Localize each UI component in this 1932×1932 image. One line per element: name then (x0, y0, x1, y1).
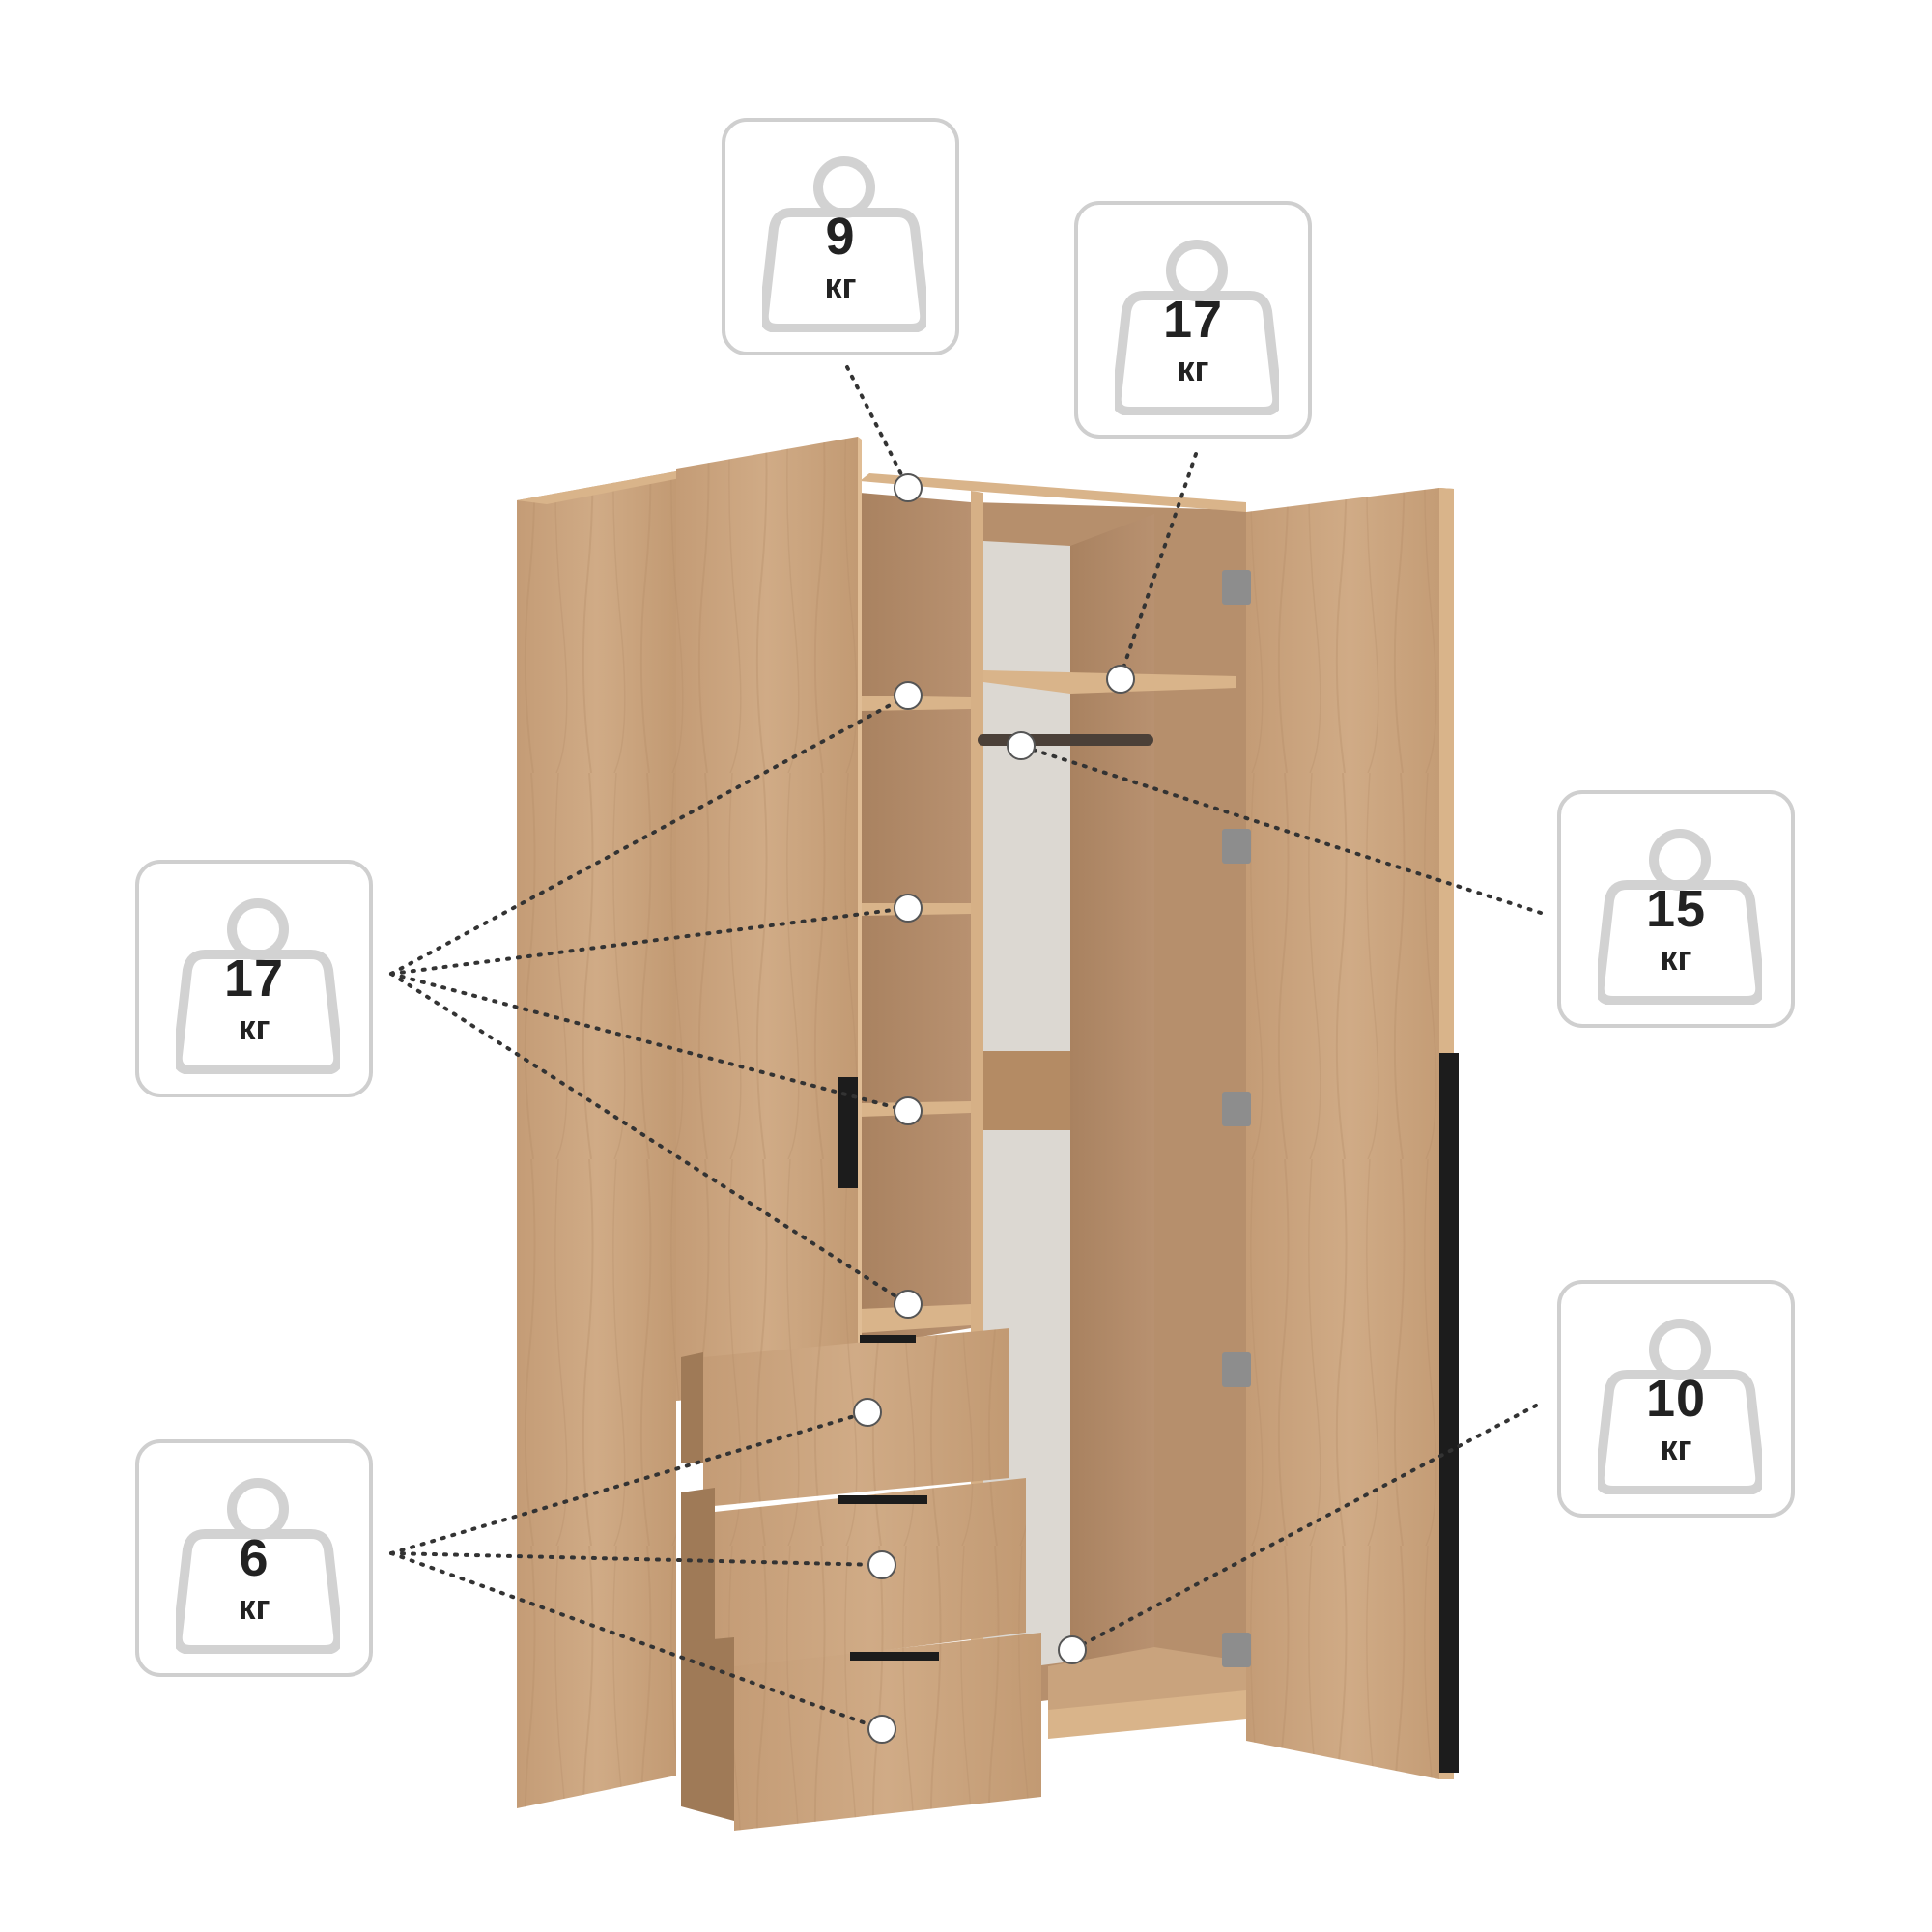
weight-icon (1598, 829, 1762, 1005)
weight-badge-drawers: 6 кг (135, 1439, 373, 1677)
anchor-dots (853, 473, 1135, 1744)
wardrobe-left-side (517, 471, 705, 1808)
leader-lines (389, 365, 1543, 1731)
drawer-middle (681, 1478, 1026, 1671)
weight-icon (1598, 1319, 1762, 1494)
weight-value: 10 (1645, 1370, 1707, 1428)
weight-icon (176, 898, 340, 1074)
weight-badge-bottom-compartment: 10 кг (1557, 1280, 1795, 1518)
weight-value: 9 (825, 208, 856, 266)
right-door (1222, 488, 1459, 1779)
weight-badge-shelves-left: 17 кг (135, 860, 373, 1097)
weight-badge-top-shelf-right: 17 кг (1074, 201, 1312, 439)
weight-unit: кг (238, 1587, 270, 1627)
weight-badge-top-shelf-left: 9 кг (722, 118, 959, 355)
weight-unit: кг (1660, 938, 1692, 978)
weight-value: 17 (1162, 291, 1224, 349)
weight-unit: кг (1177, 349, 1209, 388)
weight-value: 17 (223, 950, 285, 1008)
weight-icon (1115, 240, 1279, 415)
weight-value: 15 (1645, 880, 1707, 938)
weight-icon (176, 1478, 340, 1654)
left-door-handle (838, 1077, 858, 1188)
right-door-handle (1439, 1053, 1459, 1773)
weight-unit: кг (238, 1008, 270, 1047)
left-door (676, 437, 862, 1401)
drawer-top (681, 1328, 1009, 1507)
weight-badge-hanging-rail: 15 кг (1557, 790, 1795, 1028)
weight-icon (762, 156, 926, 332)
weight-unit: кг (824, 266, 857, 305)
weight-value: 6 (239, 1529, 270, 1587)
weight-unit: кг (1660, 1428, 1692, 1467)
hanging-rail (978, 734, 1153, 746)
